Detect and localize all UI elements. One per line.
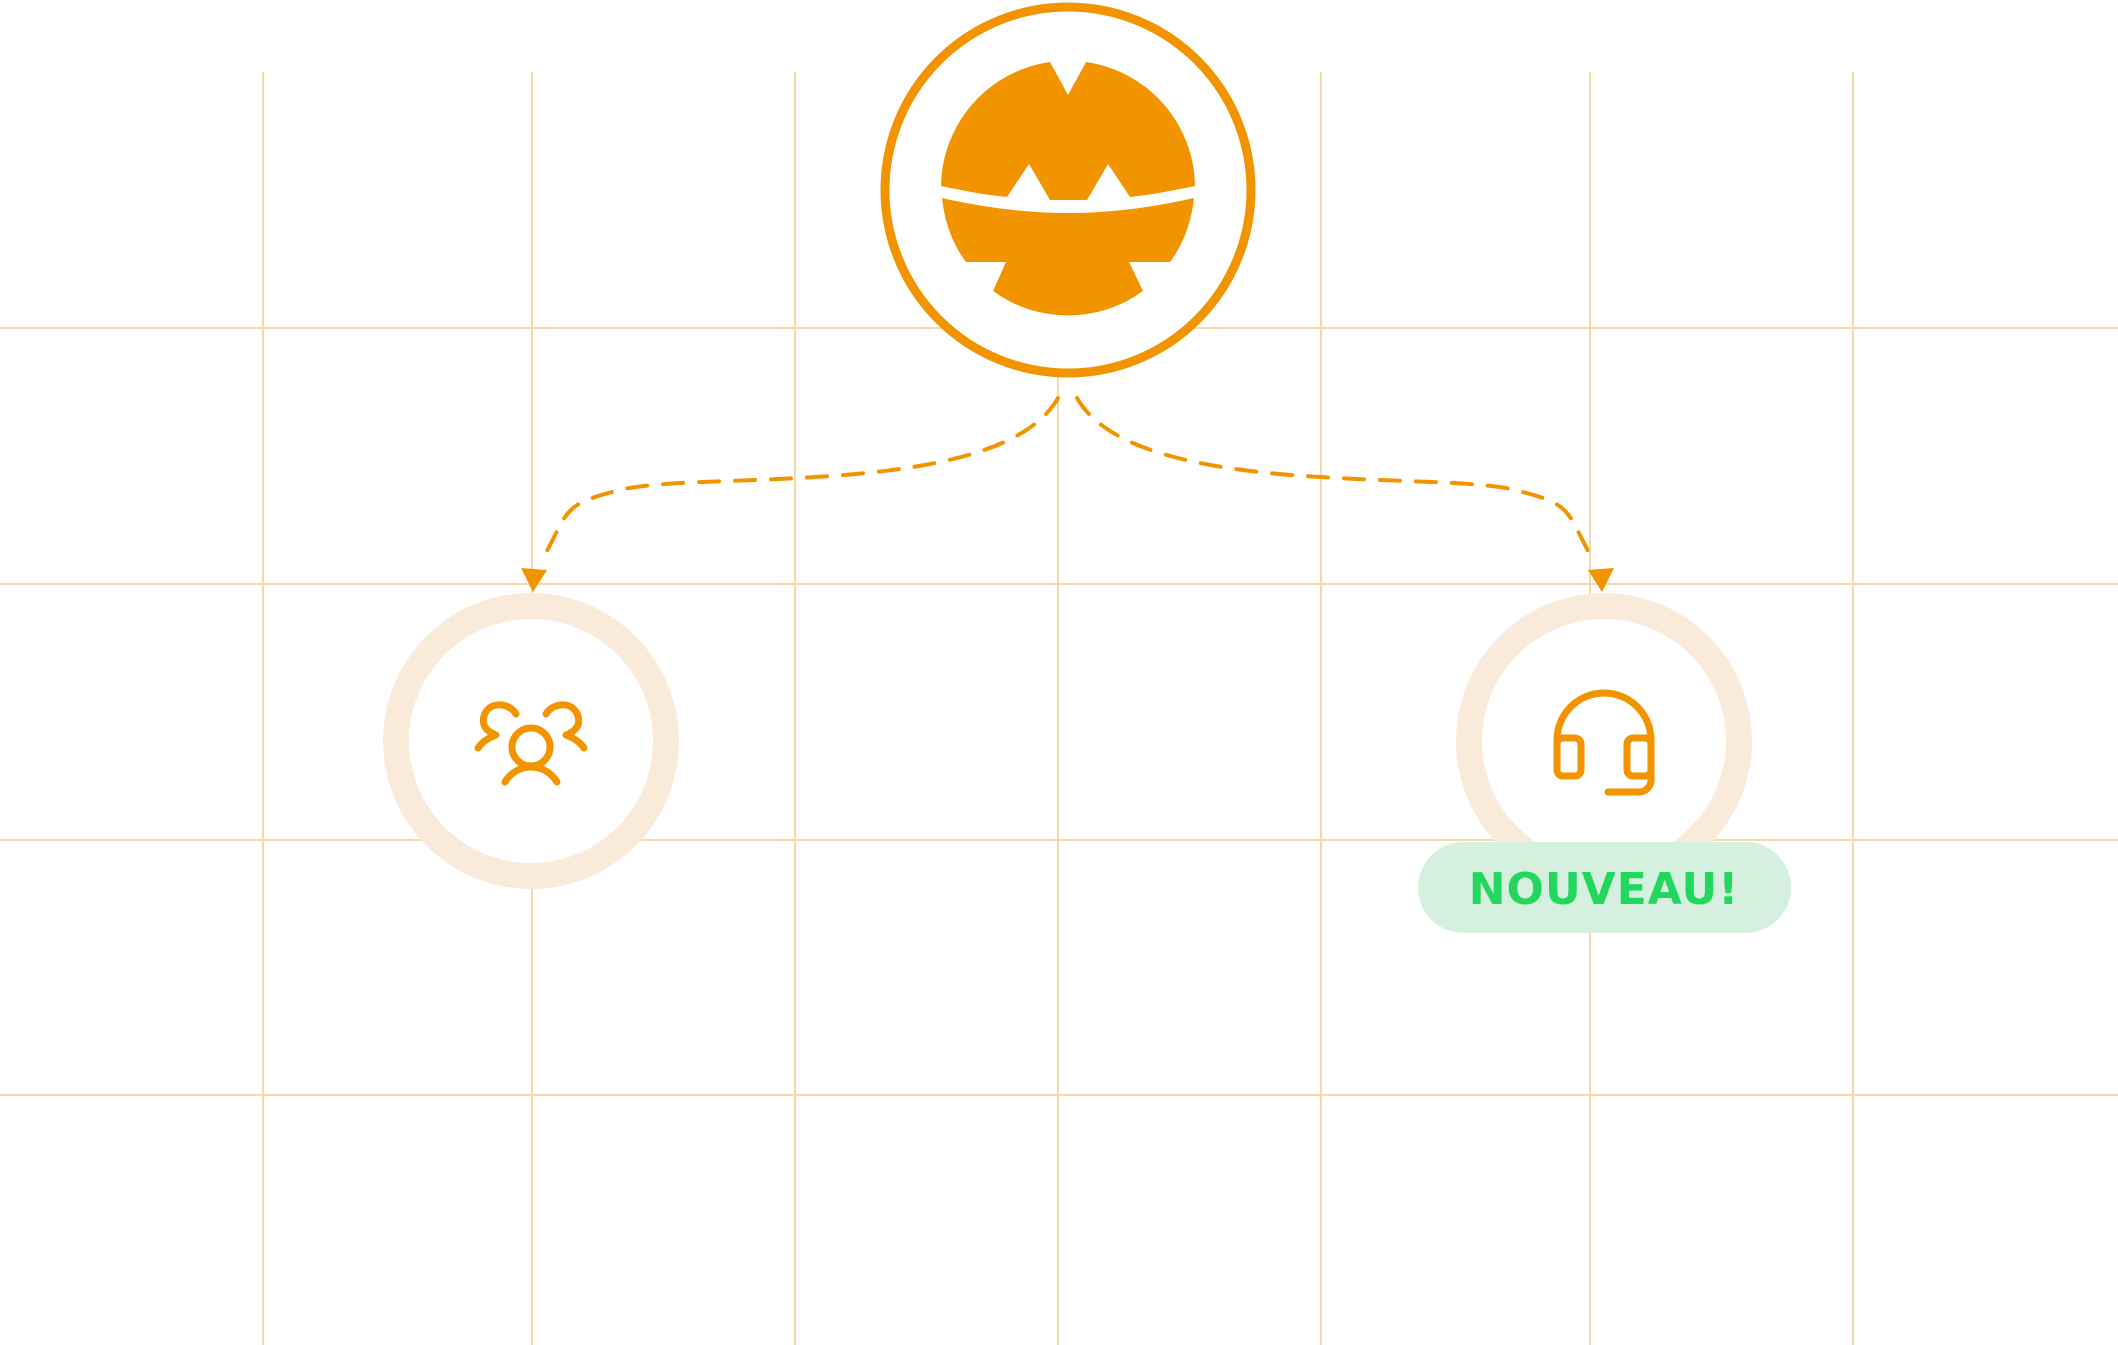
new-badge-label: NOUVEAU! [1469, 864, 1740, 915]
brand-logo-icon [941, 62, 1195, 316]
support-node [1456, 593, 1752, 889]
arrowhead-right [1588, 568, 1614, 592]
connector-root-to-left [521, 396, 1060, 592]
team-node [383, 593, 679, 889]
root-node [880, 2, 1256, 378]
headset-support-icon [1553, 689, 1655, 796]
connector-root-to-right [1075, 396, 1614, 592]
arrowhead-left [521, 568, 547, 592]
new-badge: NOUVEAU! [1418, 842, 1791, 933]
team-users-icon [474, 701, 588, 786]
